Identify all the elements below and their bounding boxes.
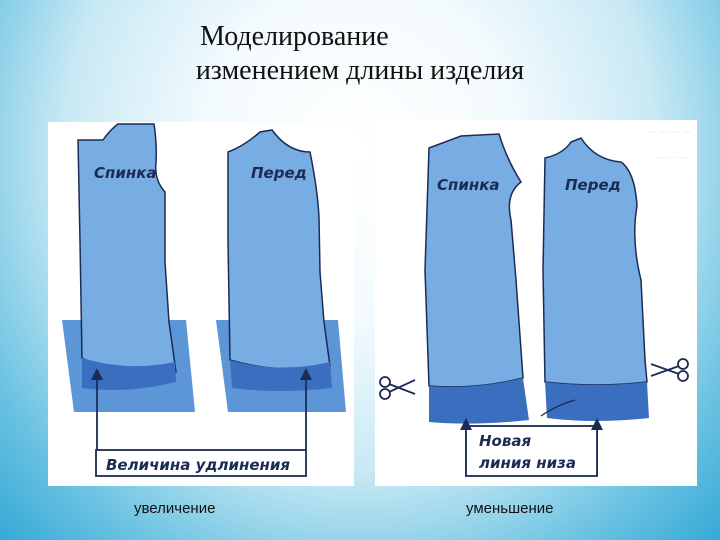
back-hem-band — [82, 358, 176, 390]
lengthening-diagram: Спинка Перед Величина удлинения — [48, 122, 354, 486]
title-line-2: изменением длины изделия — [195, 55, 525, 86]
svg-text:— — —: — — — — [655, 153, 688, 163]
svg-text:— — — —: — — — — — [647, 127, 692, 137]
new-line-label-1: Новая — [479, 432, 531, 450]
scissors-icon — [650, 358, 689, 382]
new-line-label-2: линия низа — [479, 454, 576, 472]
front-piece — [542, 137, 648, 386]
measure-label-box — [95, 449, 307, 477]
title-line-1: Моделирование — [200, 21, 389, 52]
front-label: Перед — [251, 164, 307, 182]
measure-label: Величина удлинения — [106, 456, 290, 474]
back-arrow-head — [91, 368, 103, 380]
back-label: Спинка — [94, 164, 157, 182]
front-arrow-head — [591, 418, 603, 430]
slide-title: Моделирование изменением длины изделия — [0, 20, 720, 88]
front-label: Перед — [565, 176, 621, 194]
lengthening-svg: Спинка Перед Величина удлинения — [62, 123, 346, 477]
new-line-label-box — [465, 425, 598, 477]
back-hem-band — [429, 378, 529, 424]
new-hem-pointer — [540, 399, 576, 417]
back-piece — [424, 133, 524, 388]
shortening-svg: — — — — — — — — [379, 127, 692, 477]
caption-lengthening: увеличение — [134, 500, 216, 517]
shortening-diagram: — — — — — — — — [375, 120, 697, 486]
back-arrow-head — [460, 418, 472, 430]
front-hem-band — [545, 382, 649, 421]
scissors-icon — [379, 376, 416, 400]
back-piece — [77, 123, 177, 377]
back-label: Спинка — [437, 176, 500, 194]
caption-shortening: уменьшение — [466, 500, 554, 517]
front-arrow-head — [300, 368, 312, 380]
